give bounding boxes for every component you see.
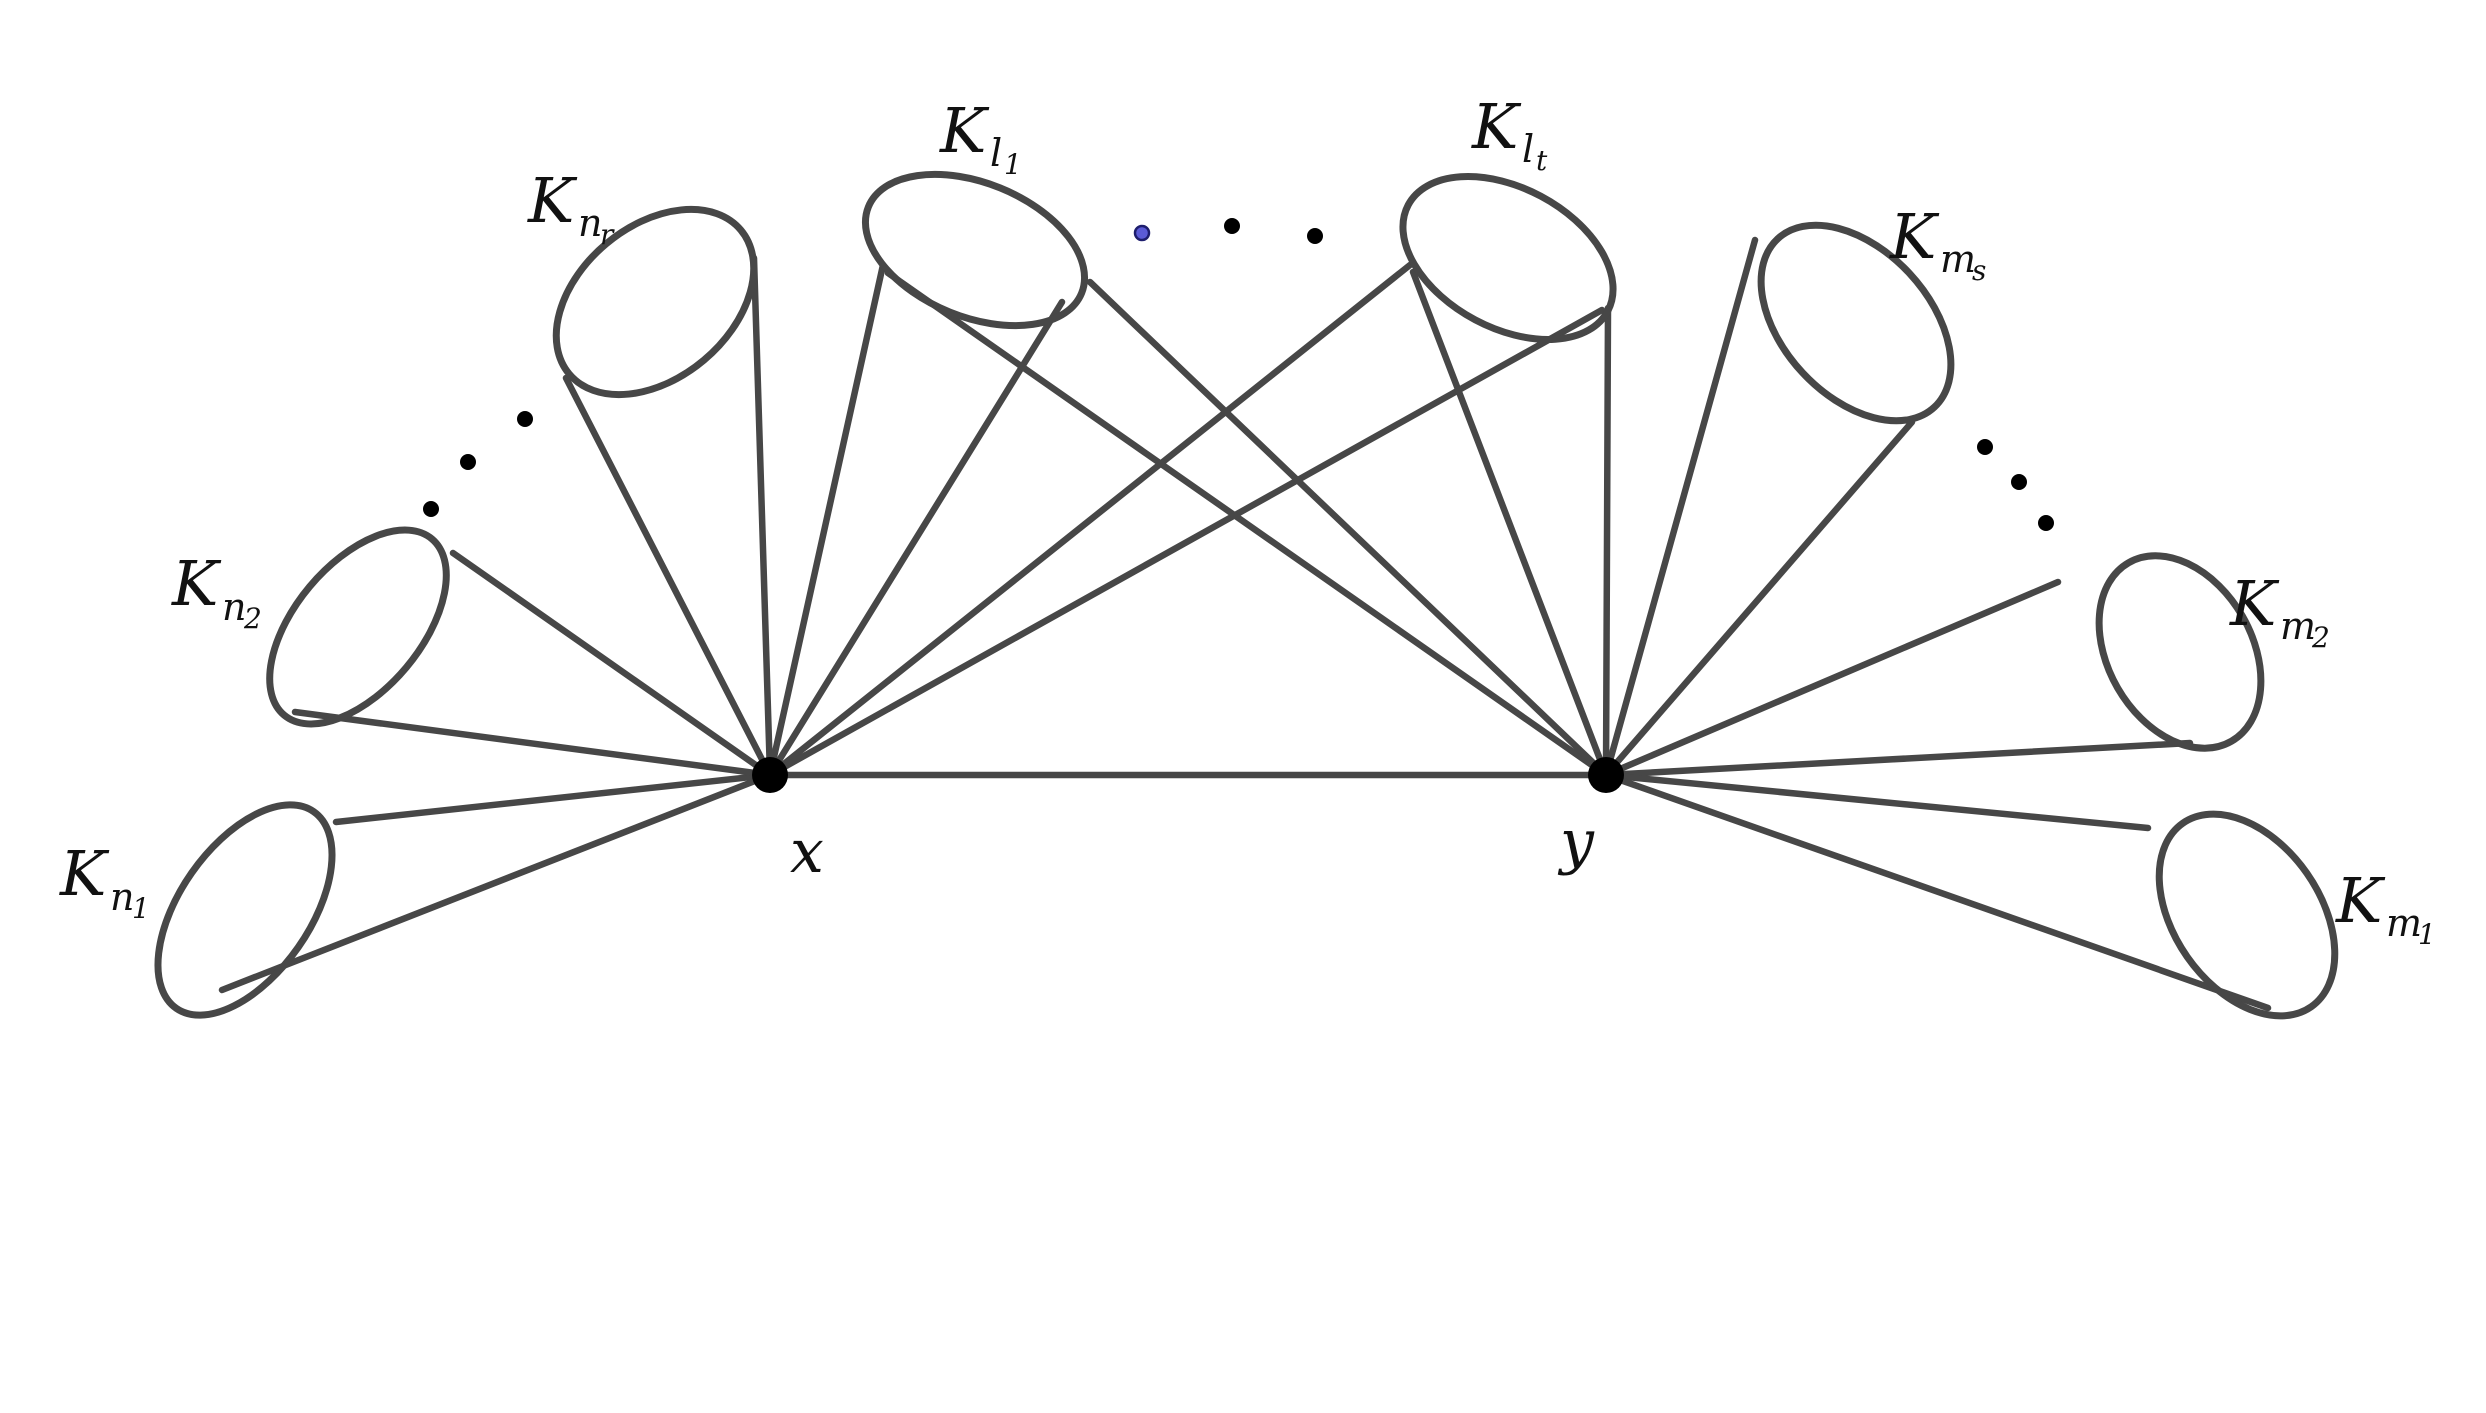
ellipsis-dot-left-1 [423,501,439,517]
label-km1-base: K [2335,864,2386,937]
vertices [752,757,1624,793]
label-kms-sub: m [1940,237,1976,281]
edge-x-kn2-bottom [291,708,774,779]
ellipsis-dot-right-2 [2011,474,2027,490]
ellipsis-dot-top-1 [1133,224,1151,242]
edge-x-kl1-right [766,298,1066,779]
ellipsis-dot-left-3 [517,411,533,427]
ellipsis-dot-left-2 [460,454,476,470]
label-knr-sub: n [578,201,602,245]
label-kms-base: K [1889,200,1940,273]
label-kn1-base: K [59,837,110,910]
label-kn2-sub: n [222,585,246,629]
ellipsis-dot-right-1 [1977,439,1993,455]
label-kl1-base: K [939,94,990,167]
label-km1-sub: m [2386,901,2422,945]
label-vertex-y: y [1557,807,1595,877]
cliques [154,170,2339,1020]
label-kn1-subsub: 1 [132,892,150,925]
edge-y-km2-bottom [1602,739,2194,779]
edge-x-kl1-left [766,261,887,779]
ellipsis-dot-top-3 [1307,228,1323,244]
edge-y-klt-right [1602,304,1612,779]
label-km2-sub: m [2280,604,2316,648]
clique-kn1-ellipse [154,801,336,1019]
edge-x-knr-left [562,374,774,779]
edge-y-km1-bottom [1602,771,2272,1012]
clique-km2-ellipse [2095,552,2265,752]
edge-x-kn2-top [449,549,774,779]
edge-x-kn1-top [332,771,774,826]
ellipsis-dot-right-3 [2038,515,2054,531]
clique-kn2-ellipse [266,526,450,728]
edge-y-km2-top [1602,578,2062,779]
ellipsis-dot-top-2 [1224,218,1240,234]
label-kl1-sub: l [990,131,1002,175]
label-km2-base: K [2229,567,2280,640]
label-kl1-subsub: 1 [1004,148,1022,181]
edge-x-kn1-bottom [218,771,774,994]
clique-labels: K n 1 K n 2 K n r K l 1 K l t K m s K m … [59,90,2436,951]
label-vertex-x: x [790,817,824,887]
clique-kms-ellipse [1757,221,1955,425]
edge-y-kms-right [1602,418,1916,779]
edge-x-knr-right [750,254,774,779]
clique-klt-ellipse [1399,173,1617,343]
clique-knr-ellipse [552,205,758,399]
label-knr-base: K [527,164,578,237]
edge-y-kl1-left [884,269,1610,779]
edge-y-kl1-right [1086,278,1610,779]
edge-y-klt-left [1409,268,1610,779]
label-klt-base: K [1471,90,1522,163]
label-km2-subsub: 2 [2311,621,2330,654]
label-kn1-sub: n [110,875,134,919]
edge-y-km1-top [1602,771,2152,832]
edge-x-klt-right [766,306,1606,779]
edge-x-klt-left [766,261,1414,779]
label-km1-subsub: 1 [2418,918,2436,951]
label-knr-subsub: r [600,218,615,251]
edges [218,236,2272,1012]
edge-y-kms-left [1602,236,1759,779]
clique-kl1-ellipse [861,170,1089,330]
vertex-x [752,757,788,793]
label-kn2-base: K [171,547,222,620]
vertex-labels: x y [790,807,1595,887]
label-kn2-subsub: 2 [243,602,262,635]
label-klt-sub: l [1522,127,1534,171]
label-kms-subsub: s [1972,254,1986,287]
clique-km1-ellipse [2155,810,2339,1020]
ellipsis-dots [423,218,2054,531]
label-klt-subsub: t [1536,144,1548,177]
vertex-y [1588,757,1624,793]
